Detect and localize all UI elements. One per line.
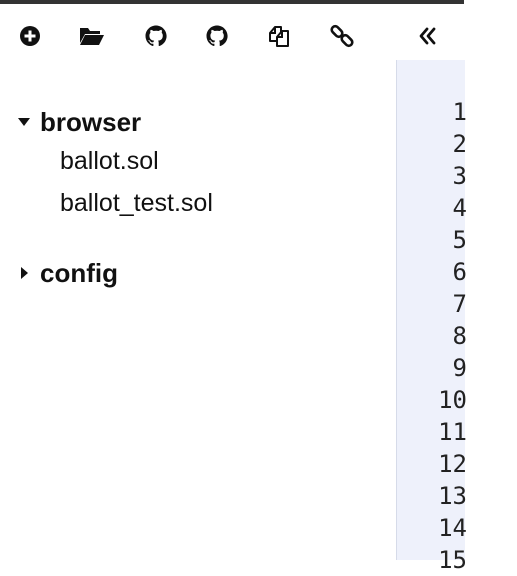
line-number: 1 (452, 98, 467, 126)
line-number: 6 (452, 258, 467, 286)
line-number: 10 (438, 386, 467, 414)
github-update-icon[interactable] (203, 22, 231, 50)
line-number: 15 (438, 546, 467, 574)
connect-localhost-icon[interactable] (328, 22, 356, 50)
folder-label: browser (40, 107, 142, 137)
line-number: 5 (452, 226, 467, 254)
open-folder-icon[interactable] (78, 22, 106, 50)
angle-double-left-icon (419, 27, 436, 45)
collapse-panel-button[interactable] (414, 22, 442, 50)
file-item[interactable]: ballot_test.sol (60, 189, 213, 217)
folder-browser[interactable]: browser (0, 105, 380, 139)
caret-down-icon[interactable] (17, 115, 31, 129)
line-number: 8 (452, 322, 467, 350)
line-number: 3 (452, 162, 467, 190)
line-number: 9 (452, 354, 467, 382)
line-number: 4 (452, 194, 467, 222)
folder-config[interactable]: config (0, 256, 380, 290)
line-number: 13 (438, 482, 467, 510)
top-border (0, 0, 464, 4)
line-number: 14 (438, 514, 467, 542)
caret-right-icon[interactable] (17, 266, 31, 280)
file-item[interactable]: ballot.sol (60, 147, 159, 175)
folder-label: config (40, 258, 118, 288)
file-explorer-toolbar (0, 4, 436, 66)
line-number: 2 (452, 130, 467, 158)
create-new-file-icon[interactable] (16, 22, 44, 50)
line-number: 11 (438, 418, 467, 446)
line-number: 12 (438, 450, 467, 478)
github-publish-icon[interactable] (142, 22, 170, 50)
line-number: 7 (452, 290, 467, 318)
copy-files-icon[interactable] (265, 22, 293, 50)
